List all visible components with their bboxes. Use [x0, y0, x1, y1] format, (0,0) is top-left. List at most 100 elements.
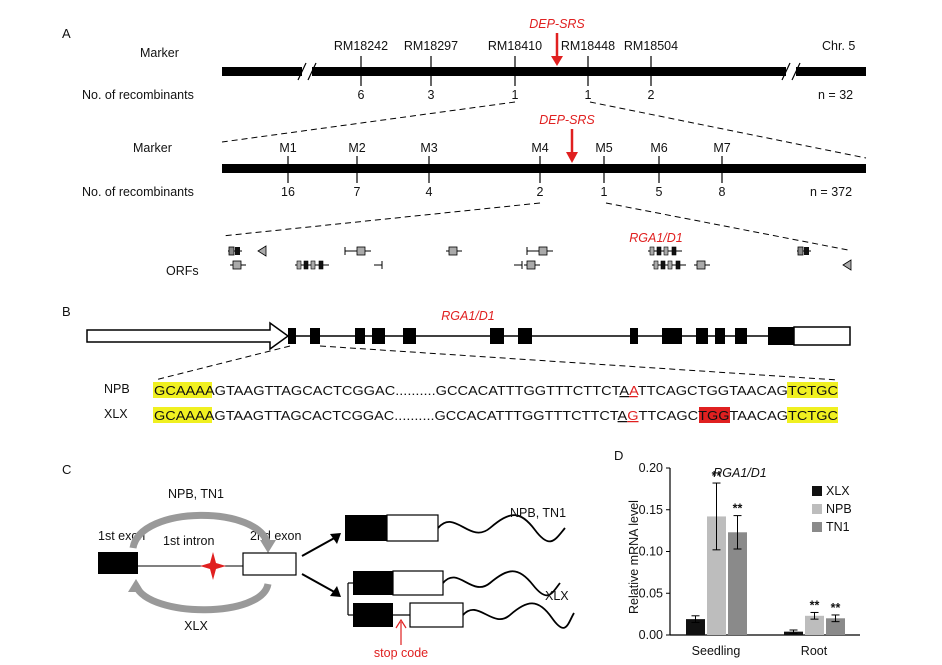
expression-chart: 0.000.050.100.150.20****Seedling****Root… — [639, 461, 860, 658]
npb-highlight-end — [787, 382, 838, 398]
row2-marker-label: Marker — [133, 141, 172, 155]
orf-glyph — [652, 260, 686, 270]
exon-block — [355, 328, 365, 344]
orf-glyph — [230, 260, 246, 270]
bar — [805, 615, 824, 635]
bar — [707, 516, 726, 635]
npb-seq-name: NPB — [104, 382, 130, 396]
splice-arc-bottom — [132, 582, 272, 614]
chrom-break-mark — [307, 62, 317, 81]
row1-marker-label: Marker — [140, 46, 179, 60]
orf-glyph — [526, 246, 553, 256]
exon1-box — [98, 552, 138, 574]
row2-recomb-label: No. of recombinants — [82, 185, 194, 199]
significance-label: ** — [831, 601, 841, 615]
zoom-line — [221, 202, 541, 237]
orf-glyph — [524, 260, 540, 270]
transcript-xlx1-exon1 — [353, 571, 393, 595]
poly-a-tail — [437, 514, 566, 543]
recombinant-count: 3 — [428, 88, 435, 102]
transcript-xlx2-exon1 — [353, 603, 393, 627]
orf-glyph — [694, 260, 710, 270]
mutation-star-icon — [200, 552, 226, 580]
dep-srs-label-2: DEP-SRS — [539, 113, 595, 127]
y-axis-label: Relative mRNA level — [627, 500, 641, 614]
dep-srs-arrowhead-2 — [566, 152, 578, 163]
exon-block — [768, 327, 794, 345]
intron1-label: 1st intron — [163, 534, 214, 548]
legend-label: TN1 — [826, 520, 850, 534]
recombinant-count: 5 — [656, 185, 663, 199]
transcript-npb-exon2 — [386, 514, 439, 542]
exon-block — [630, 328, 638, 344]
exon-block — [662, 328, 682, 344]
recombinant-count: 1 — [601, 185, 608, 199]
orf-glyph — [344, 246, 371, 256]
chart-title: RGA1/D1 — [713, 466, 767, 480]
bar — [826, 618, 845, 635]
recombinant-count: 16 — [281, 185, 295, 199]
orf-glyph — [374, 261, 383, 269]
x-tick-label: Root — [801, 644, 828, 658]
transcript-npb-label: NPB, TN1 — [510, 506, 566, 520]
poly-a-tail — [442, 570, 561, 597]
orf-glyph — [842, 259, 852, 271]
y-tick-label: 0.15 — [639, 503, 663, 517]
bar — [728, 532, 747, 635]
exon-block — [490, 328, 504, 344]
marker-name: RM18448 — [561, 39, 615, 53]
marker-name: M3 — [420, 141, 437, 155]
marker-name: M5 — [595, 141, 612, 155]
x-tick-label: Seedling — [692, 644, 741, 658]
exon-block — [715, 328, 725, 344]
exon-block — [372, 328, 385, 344]
utr-block — [793, 326, 851, 346]
chrom-label: Chr. 5 — [822, 39, 855, 53]
row1-n-text: n = 32 — [818, 88, 853, 102]
orfs-label: ORFs — [166, 264, 199, 278]
fine-map-bar — [222, 164, 866, 173]
splice-top-label: NPB, TN1 — [168, 487, 224, 501]
transcript-xlx1-exon2 — [392, 570, 444, 596]
transcript-xlx-label: XLX — [545, 589, 569, 603]
zoom-line — [154, 345, 291, 381]
orf-gene-label: RGA1/D1 — [629, 231, 683, 245]
legend-swatch — [812, 504, 822, 514]
panel-b-gene-label: RGA1/D1 — [441, 309, 495, 323]
xlx-stop-highlight — [699, 407, 730, 423]
marker-name: RM18297 — [404, 39, 458, 53]
zoom-line — [605, 202, 849, 251]
recombinant-count: 2 — [648, 88, 655, 102]
dep-srs-arrowhead-1 — [551, 56, 563, 66]
splice-bottom-label: XLX — [184, 619, 208, 633]
chrom-segment-mid — [312, 67, 786, 76]
panel-d-letter: D — [614, 448, 623, 463]
stop-code-arrowhead — [395, 618, 407, 629]
marker-name: M2 — [348, 141, 365, 155]
recombinant-count: 4 — [426, 185, 433, 199]
gene-structure — [86, 321, 851, 381]
bar — [686, 619, 705, 635]
marker-name: M1 — [279, 141, 296, 155]
significance-label: ** — [810, 598, 820, 612]
exon-block — [518, 328, 532, 344]
orf-glyph — [228, 246, 242, 256]
orf-glyph — [514, 261, 523, 269]
legend-label: NPB — [826, 502, 852, 516]
exon-block — [310, 328, 320, 344]
exon-block — [288, 328, 296, 344]
transcript-npb-exon1 — [345, 515, 387, 541]
poly-a-tail — [462, 602, 575, 629]
y-tick-label: 0.05 — [639, 586, 663, 600]
dep-srs-label-1: DEP-SRS — [529, 17, 585, 31]
marker-name: RM18410 — [488, 39, 542, 53]
zoom-line — [221, 101, 516, 143]
significance-label: ** — [712, 469, 722, 483]
chrom-break-mark — [297, 62, 307, 81]
panel-c-letter: C — [62, 462, 71, 477]
